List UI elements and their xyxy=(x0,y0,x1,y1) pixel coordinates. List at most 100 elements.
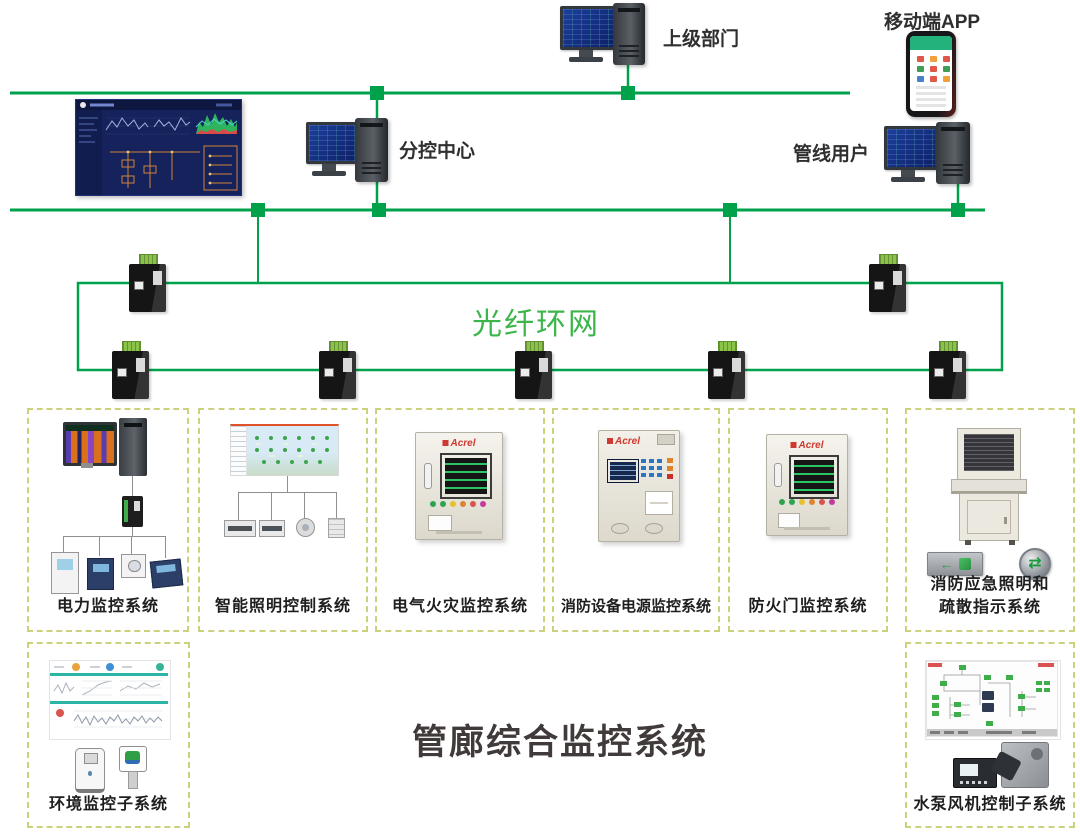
drop-line xyxy=(271,492,272,520)
system-box-pump-fan: 水泵风机控制子系统 xyxy=(905,642,1075,828)
kiosk-body xyxy=(959,493,1019,541)
pipeline-user-tower xyxy=(936,122,970,184)
branch-line xyxy=(63,536,166,537)
lighting-module-icon xyxy=(259,520,285,537)
power-meter-icon xyxy=(121,554,146,578)
control-center-dashboard-screenshot xyxy=(75,99,242,196)
gateway-device-icon xyxy=(122,496,143,527)
system-box-fire-equipment-power: Acrel 消防设备电源监控系统 xyxy=(552,408,720,632)
system-label: 环境监控子系统 xyxy=(48,796,168,813)
cabinet-screen xyxy=(440,453,492,499)
cabinet-vent xyxy=(611,523,629,534)
monitor-stand xyxy=(81,463,93,468)
lighting-panel-icon xyxy=(328,518,345,538)
phone-list-rows xyxy=(916,86,946,89)
monitor-base xyxy=(569,57,603,62)
monitor-stand xyxy=(579,50,593,57)
cabinet-keypad xyxy=(641,459,646,463)
pipeline-user-monitor xyxy=(884,126,938,170)
phone-app-grid-icons xyxy=(917,56,924,62)
drop-line xyxy=(131,536,132,554)
subcontrol-label: 分控中心 xyxy=(399,141,476,162)
bus-lines xyxy=(10,58,1004,372)
subcontrol-tower xyxy=(355,118,388,182)
drop-line xyxy=(99,536,100,556)
superior-dept-tower xyxy=(613,3,645,65)
lighting-software-screenshot xyxy=(230,424,339,476)
system-box-emergency-lighting: ← ⇄ 消防应急照明和 疏散指示系统 xyxy=(905,408,1075,632)
monitor-screen xyxy=(887,129,935,167)
power-meter-icon xyxy=(149,558,184,589)
acrel-brand-logo: Acrel xyxy=(790,440,823,451)
emergency-lighting-kiosk xyxy=(951,428,1027,546)
lighting-module-icon xyxy=(224,520,256,537)
system-box-fire-door: Acrel 防火门监控系统 xyxy=(728,408,888,632)
lighting-dots xyxy=(255,436,329,464)
system-box-smart-lighting: 智能照明控制系统 xyxy=(198,408,368,632)
fiber-switch-icon xyxy=(866,254,910,314)
drop-line xyxy=(304,492,305,518)
cabinet-screen xyxy=(789,455,839,499)
main-title: 管廊综合监控系统 xyxy=(412,723,709,762)
fiber-ring-label: 光纤环网 xyxy=(472,308,600,341)
drop-line xyxy=(63,536,64,552)
cycle-arrows-icon: ⇄ xyxy=(1028,555,1042,572)
lighting-sensor-icon xyxy=(296,518,315,537)
acrel-brand-logo: Acrel xyxy=(442,438,475,449)
cabinet-screen xyxy=(607,459,639,483)
power-meter-icon xyxy=(87,558,114,590)
connector-line xyxy=(132,527,133,536)
acrel-brand-logo: Acrel xyxy=(607,436,640,447)
fiber-switch-icon xyxy=(512,341,556,401)
mobile-app-label: 移动端APP xyxy=(884,12,981,33)
drop-line xyxy=(336,492,337,518)
cabinet-slot xyxy=(428,515,452,531)
superior-dept-monitor xyxy=(560,6,618,50)
cabinet-function-keys xyxy=(667,458,673,463)
fiber-switch-icon xyxy=(109,341,153,401)
exit-sign-icon: ← xyxy=(927,552,983,576)
fiber-switch-icon xyxy=(316,341,360,401)
phone-screen xyxy=(910,36,952,111)
system-label: 电力监控系统 xyxy=(56,598,159,615)
environment-graphic xyxy=(50,661,168,737)
screenshot-main xyxy=(247,426,338,475)
cabinet-slot xyxy=(778,513,800,528)
cabinet-buttons xyxy=(430,501,436,507)
system-box-electrical-fire: Acrel 电气火灾监控系统 xyxy=(375,408,545,632)
system-box-environment: 环境监控子系统 xyxy=(27,642,190,828)
tree-trunk-line xyxy=(287,476,288,492)
bar-chart-screen xyxy=(66,425,114,463)
monitor-base xyxy=(891,177,925,182)
environment-sensor-icon xyxy=(75,748,105,793)
phone-header-bar xyxy=(910,36,952,50)
kiosk-monitor xyxy=(957,428,1021,480)
bus-connector-nodes xyxy=(251,86,965,217)
tree-branch-line xyxy=(238,492,337,493)
system-label-line1: 消防应急照明和 xyxy=(930,576,1050,593)
monitor-base xyxy=(312,171,346,176)
exit-arrow-icon: ← xyxy=(939,556,954,572)
system-label: 智能照明控制系统 xyxy=(214,598,351,615)
power-tower-icon xyxy=(119,418,147,476)
acrel-cabinet: Acrel xyxy=(415,432,503,540)
superior-dept-label: 上级部门 xyxy=(663,29,740,50)
cabinet-vent xyxy=(645,523,663,534)
running-man-icon xyxy=(958,558,971,570)
pipeline-user-label: 管线用户 xyxy=(793,144,870,165)
system-label: 消防设备电源监控系统 xyxy=(560,598,711,615)
dashboard-graphic xyxy=(76,100,241,195)
system-label: 防火门监控系统 xyxy=(748,598,868,615)
kiosk-keyboard-tray xyxy=(951,479,1027,494)
power-meter-icon xyxy=(51,552,79,594)
system-label: 水泵风机控制子系统 xyxy=(913,796,1067,813)
fiber-switch-icon xyxy=(126,254,170,314)
system-box-power-monitoring: 电力监控系统 xyxy=(27,408,189,632)
kiosk-feet xyxy=(965,540,971,545)
system-label: 电气火灾监控系统 xyxy=(391,598,528,615)
subcontrol-monitor xyxy=(306,122,358,164)
pump-controller-icon xyxy=(953,758,997,788)
cabinet-buttons xyxy=(779,499,785,505)
